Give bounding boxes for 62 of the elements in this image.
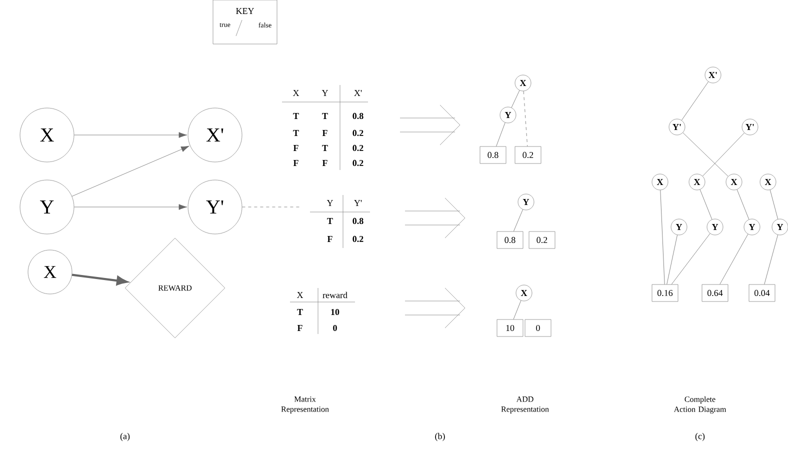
table-cell: 10	[331, 308, 340, 316]
value-box: 0.04	[748, 284, 776, 302]
table-cell: F	[293, 145, 298, 151]
table-cell: X'	[354, 90, 362, 96]
panel-label: (a)	[120, 432, 130, 442]
connector	[681, 82, 709, 120]
connector	[700, 189, 712, 220]
table-cell: 0	[333, 324, 337, 332]
table-cell: F	[327, 236, 332, 242]
connector	[770, 190, 778, 220]
value-box: 0.8	[480, 146, 506, 164]
connector	[74, 204, 188, 210]
table-cell: T	[293, 130, 299, 136]
value-box: 0.8	[496, 231, 524, 249]
table-cell: reward	[322, 292, 348, 298]
panel-caption: Matrix Representation	[281, 396, 329, 414]
connector	[671, 233, 710, 284]
table-cell: 0.2	[352, 160, 364, 166]
table-cell: T	[322, 145, 328, 151]
panel-label: (c)	[695, 432, 705, 442]
connector	[513, 300, 522, 320]
connector	[666, 234, 678, 284]
table-cell: 0.2	[352, 130, 364, 136]
table-cell: F	[322, 160, 328, 166]
panel-caption: ADD Representation	[501, 396, 549, 414]
table-cell: Y	[326, 200, 334, 206]
connector	[720, 234, 748, 284]
table-cell: 0.8	[352, 112, 364, 120]
value-box: 0.2	[514, 146, 542, 164]
connector	[72, 146, 190, 196]
connector	[660, 190, 665, 284]
connector	[496, 122, 506, 146]
table-cell: Y	[322, 90, 328, 96]
connector	[511, 90, 520, 108]
value-box: 10	[496, 319, 524, 337]
table-cell: Y'	[354, 200, 362, 206]
connector	[736, 189, 750, 220]
value-box: 0.2	[528, 231, 556, 249]
table-cell: 0.8	[352, 218, 364, 224]
table-cell: F	[297, 325, 302, 331]
table-cell: 0.2	[352, 144, 364, 152]
panel-caption: Complete Action Diagram	[674, 396, 726, 414]
connector	[702, 132, 744, 176]
connector	[682, 132, 728, 176]
table-cell: F	[322, 130, 328, 136]
connector	[242, 206, 300, 208]
value-box: 0.64	[702, 284, 728, 302]
connector	[513, 209, 524, 232]
panel-label: (b)	[435, 432, 445, 442]
connector	[74, 132, 188, 138]
connector	[764, 234, 778, 284]
table-cell: F	[293, 160, 298, 166]
table-cell: T	[297, 309, 303, 315]
value-box: 0	[524, 319, 552, 337]
connector	[523, 90, 528, 146]
table-cell: 0.2	[352, 236, 364, 242]
table-cell: T	[322, 113, 328, 119]
table-cell: X	[296, 292, 304, 298]
table-cell: X	[292, 90, 300, 96]
value-box: 0.16	[652, 284, 678, 302]
table-cell: T	[327, 218, 333, 224]
table-cell: T	[293, 113, 299, 119]
